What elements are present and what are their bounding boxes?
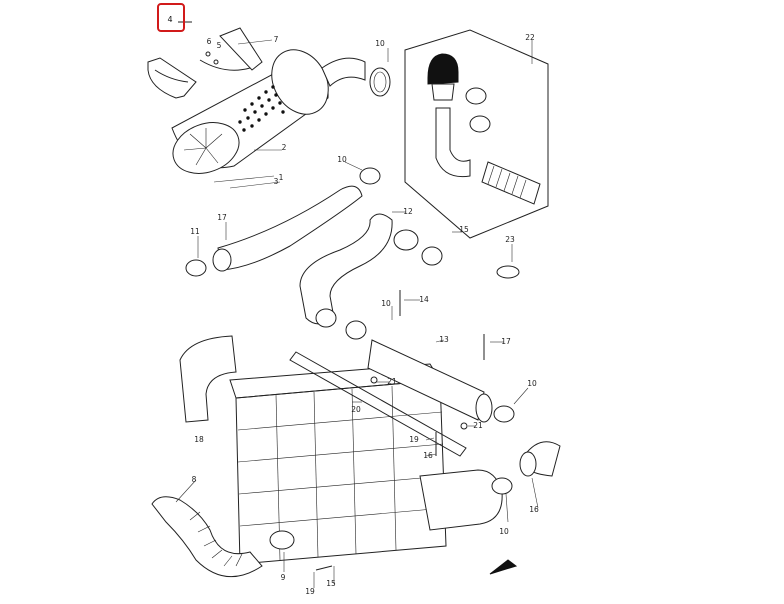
part-label-1: 1 — [279, 173, 284, 182]
part-label-4: 4 — [167, 15, 172, 24]
part-label-10: 10 — [381, 299, 391, 308]
part-label-10: 10 — [527, 379, 537, 388]
part-label-21: 21 — [473, 421, 483, 430]
part-label-20: 20 — [351, 405, 361, 414]
leader-lines — [175, 39, 539, 588]
part-label-10: 10 — [375, 39, 385, 48]
part-label-15: 15 — [459, 225, 469, 234]
part-label-14: 14 — [419, 295, 429, 304]
intake-hoses — [185, 167, 520, 340]
intercooler-core — [151, 290, 561, 578]
front-arrow-icon — [489, 559, 518, 575]
part-label-22: 22 — [525, 33, 535, 42]
part-label-12: 12 — [403, 207, 413, 216]
part-label-18: 18 — [194, 435, 204, 444]
part-label-21: 21 — [387, 377, 397, 386]
part-label-10: 10 — [337, 155, 347, 164]
part-label-19: 19 — [305, 587, 315, 596]
part-label-6: 6 — [207, 37, 212, 46]
part-label-7: 7 — [274, 35, 279, 44]
part-label-16: 16 — [423, 451, 433, 460]
part-label-15: 15 — [326, 579, 336, 588]
snorkel-kit-box — [404, 29, 549, 239]
part-label-23: 23 — [505, 235, 515, 244]
part-label-16: 16 — [529, 505, 539, 514]
part-label-8: 8 — [192, 475, 197, 484]
air-cleaner-assembly — [147, 21, 391, 174]
part-label-11: 11 — [190, 227, 200, 236]
part-label-17: 17 — [217, 213, 227, 222]
part-label-2: 2 — [282, 143, 287, 152]
part-label-3: 3 — [274, 177, 279, 186]
part-label-13: 13 — [439, 335, 449, 344]
part-label-17: 17 — [501, 337, 511, 346]
part-label-9: 9 — [281, 573, 286, 582]
part-label-5: 5 — [217, 41, 222, 50]
highlight-box — [157, 3, 185, 32]
part-label-10: 10 — [499, 527, 509, 536]
part-label-19: 19 — [409, 435, 419, 444]
